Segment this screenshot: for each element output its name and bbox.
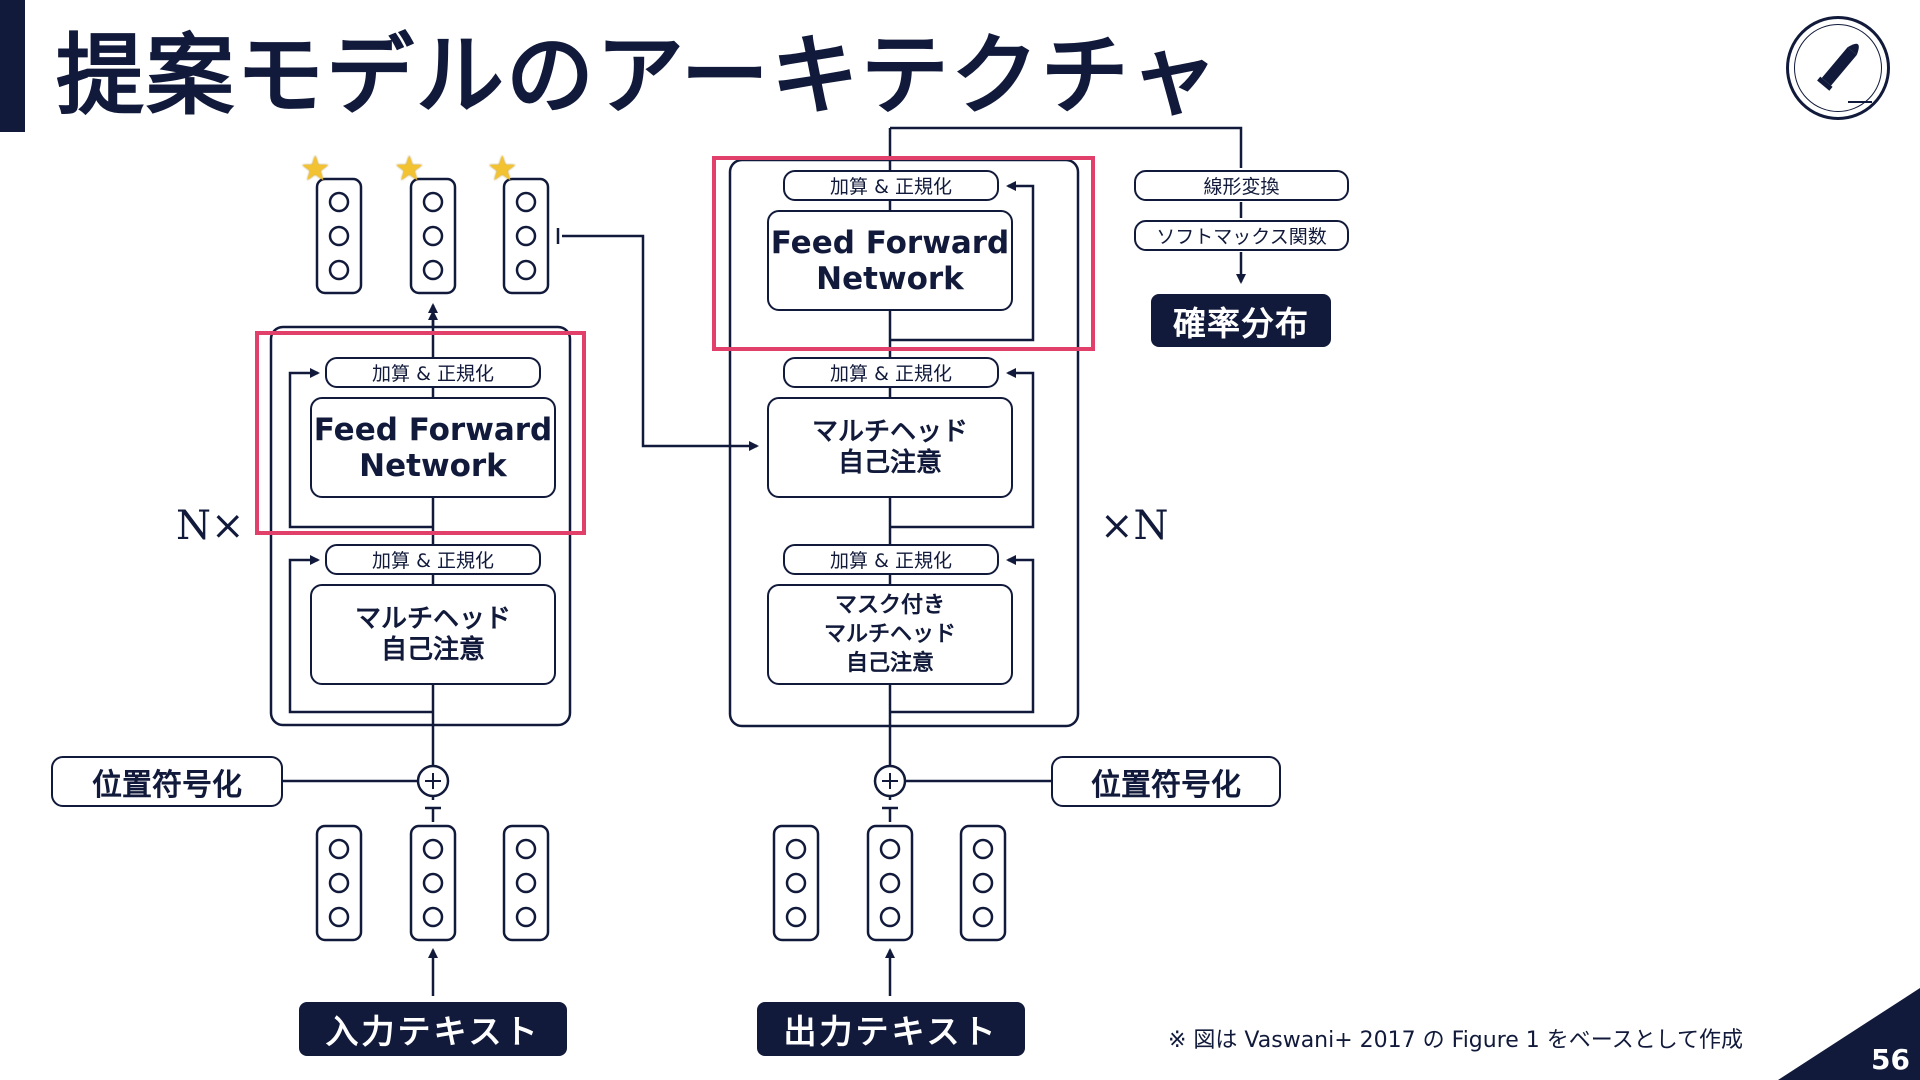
- star-icon: ★: [487, 149, 518, 189]
- page-number: 56: [1871, 1043, 1910, 1076]
- softmax-function: ソフトマックス関数: [1134, 220, 1349, 251]
- title-accent-bar: [0, 0, 25, 132]
- decoder-masked-multihead-attention: マスク付き マルチヘッド 自己注意: [767, 584, 1013, 685]
- plus-circle-icon: [416, 764, 907, 798]
- encoder-multihead-self-attention: マルチヘッド 自己注意: [310, 584, 556, 685]
- output-text-label: 出力テキスト: [757, 1002, 1025, 1056]
- bullet-icon: [1786, 16, 1890, 120]
- decoder-feed-forward-network: Feed Forward Network: [767, 210, 1013, 311]
- encoder-positional-encoding: 位置符号化: [51, 756, 283, 807]
- decoder-positional-encoding: 位置符号化: [1051, 756, 1281, 807]
- linear-transform: 線形変換: [1134, 170, 1349, 201]
- star-icon: ★: [394, 149, 425, 189]
- encoder-add-norm-bottom: 加算 & 正規化: [325, 544, 541, 575]
- probability-distribution-label: 確率分布: [1151, 294, 1331, 347]
- page-corner: [1778, 988, 1920, 1080]
- decoder-repeat-label: ×N: [1100, 503, 1169, 549]
- decoder-multihead-attention: マルチヘッド 自己注意: [767, 397, 1013, 498]
- encoder-repeat-label: N×: [176, 503, 245, 549]
- slide-title: 提案モデルのアーキテクチャ: [56, 24, 1220, 127]
- encoder-add-norm-top: 加算 & 正規化: [325, 357, 541, 388]
- decoder-add-norm-bottom: 加算 & 正規化: [783, 544, 999, 575]
- input-text-label: 入力テキスト: [299, 1002, 567, 1056]
- decoder-add-norm-middle: 加算 & 正規化: [783, 357, 999, 388]
- footnote: ※ 図は Vaswani+ 2017 の Figure 1 をベースとして作成: [1168, 1028, 1744, 1053]
- decoder-add-norm-top: 加算 & 正規化: [783, 170, 999, 201]
- star-icon: ★: [300, 149, 331, 189]
- encoder-feed-forward-network: Feed Forward Network: [310, 397, 556, 498]
